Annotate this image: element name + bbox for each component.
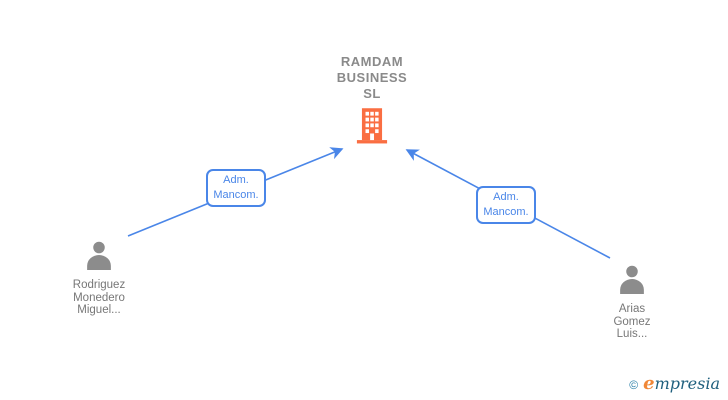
brand-initial: e bbox=[643, 373, 655, 394]
edge-label-text: Mancom. bbox=[213, 189, 259, 201]
company-name: RAMDAM BUSINESS SL bbox=[336, 54, 408, 101]
empresia-logo[interactable]: © empresia bbox=[629, 373, 720, 394]
brand-rest: mpresia bbox=[654, 374, 720, 393]
copyright-icon: © bbox=[629, 378, 639, 392]
edge-label-text: Adm. bbox=[493, 191, 519, 203]
person-name: Rodriguez Monedero Miguel... bbox=[72, 279, 126, 316]
person-icon bbox=[617, 265, 647, 298]
building-icon bbox=[302, 106, 442, 149]
edge-label-left: Adm. Mancom. bbox=[206, 169, 266, 207]
brand-wordmark: empresia bbox=[643, 373, 720, 394]
edge-label-text: Adm. bbox=[223, 174, 249, 186]
person-node-rodriguez[interactable]: Rodriguez Monedero Miguel... bbox=[43, 240, 155, 317]
person-node-arias[interactable]: Arias Gomez Luis... bbox=[576, 264, 688, 341]
edge-label-right: Adm. Mancom. bbox=[476, 186, 536, 224]
company-node[interactable]: RAMDAM BUSINESS SL bbox=[302, 54, 442, 149]
person-name: Arias Gomez Luis... bbox=[613, 303, 651, 340]
edge-label-text: Mancom. bbox=[483, 206, 529, 218]
person-icon bbox=[84, 241, 114, 274]
